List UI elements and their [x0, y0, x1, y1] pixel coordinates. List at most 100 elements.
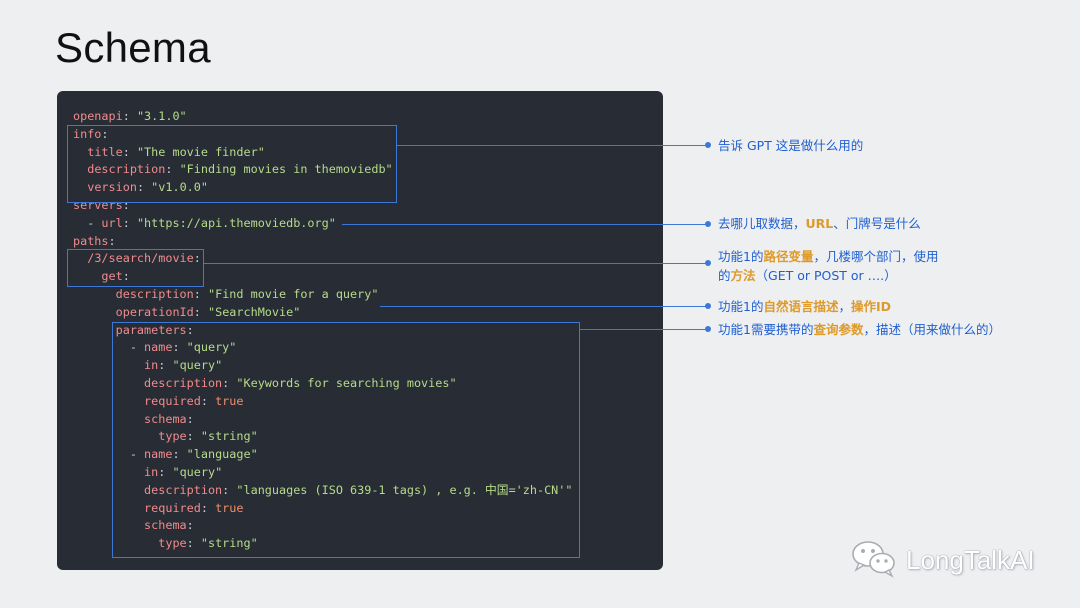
code-key: /3/search/movie: [87, 251, 194, 266]
watermark: LongTalkAI: [850, 538, 1035, 582]
code-text: [73, 518, 144, 532]
code-string: "query": [172, 358, 223, 373]
code-text: :: [101, 126, 109, 141]
connector-dot-parameters: [705, 326, 711, 332]
code-line: description: "Keywords for searching mov…: [73, 375, 573, 393]
code-text: :: [186, 411, 194, 426]
code-text: :: [172, 340, 187, 355]
code-key: required: [144, 393, 201, 408]
code-key: description: [144, 375, 223, 390]
code-boolean: true: [215, 393, 244, 408]
code-line: required: true: [73, 500, 573, 518]
code-key: required: [144, 500, 201, 515]
connector-parameters: [580, 329, 708, 330]
code-text: :: [186, 429, 201, 444]
code-text: [73, 412, 144, 426]
code-line: in: "query": [73, 464, 573, 482]
annotation-text: ，几楼哪个部门，使用: [813, 249, 939, 264]
code-text: :: [158, 464, 173, 479]
code-string: "v1.0.0": [151, 180, 208, 195]
code-key: in: [144, 358, 159, 373]
annotation-path-line2: 的方法（GET or POST or ….）: [718, 266, 897, 285]
connector-description: [380, 306, 708, 307]
code-text: [73, 305, 116, 319]
code-line: version: "v1.0.0": [73, 179, 573, 197]
code-text: [73, 376, 144, 390]
openapi-schema-code: openapi: "3.1.0"info: title: "The movie …: [73, 108, 573, 553]
code-line: description: "languages (ISO 639-1 tags)…: [73, 482, 573, 500]
code-text: [73, 394, 144, 408]
annotation-text: （GET or POST or ….）: [755, 268, 897, 283]
code-key: schema: [144, 518, 187, 533]
code-string: "The movie finder": [136, 144, 265, 159]
code-text: :: [200, 500, 216, 515]
watermark-text: LongTalkAI: [906, 544, 1035, 575]
code-key: openapi: [73, 109, 123, 123]
code-text: :: [122, 144, 137, 159]
annotation-path-line1: 功能1的路径变量，几楼哪个部门，使用: [718, 247, 938, 266]
code-line: openapi: "3.1.0": [73, 108, 573, 126]
code-line: get:: [73, 268, 573, 286]
code-text: [73, 465, 144, 479]
code-key: description: [115, 286, 194, 301]
code-text: -: [73, 340, 145, 355]
connector-info: [397, 145, 708, 146]
code-text: [73, 269, 101, 283]
annotation-keyword: 查询参数: [813, 322, 864, 337]
code-key: operationId: [115, 304, 194, 319]
code-line: - name: "language": [73, 446, 573, 464]
code-key: parameters: [115, 322, 187, 337]
code-key: url: [101, 215, 123, 230]
code-line: type: "string": [73, 428, 573, 446]
code-text: -: [73, 447, 145, 462]
code-text: [73, 483, 144, 497]
code-panel: [57, 91, 663, 570]
code-line: paths:: [73, 233, 573, 251]
code-text: :: [122, 269, 130, 284]
annotation-text: 的: [718, 268, 731, 283]
annotation-text: ，: [838, 299, 851, 314]
code-text: :: [186, 518, 194, 533]
annotation-text: 功能1的: [718, 299, 764, 314]
code-line: schema:: [73, 517, 573, 535]
code-text: :: [172, 447, 187, 462]
code-line: description: "Find movie for a query": [73, 286, 573, 304]
annotation-keyword: 路径变量: [763, 249, 814, 264]
code-string: "languages (ISO 639-1 tags) , e.g. 中国='z…: [236, 482, 573, 497]
code-text: :: [158, 358, 173, 373]
code-text: -: [73, 215, 102, 230]
code-line: - url: "https://api.themoviedb.org": [73, 215, 573, 233]
code-text: :: [193, 251, 201, 266]
code-text: :: [122, 197, 130, 212]
annotation-text: 、门牌号是什么: [833, 216, 921, 231]
code-string: "SearchMovie": [207, 304, 301, 319]
connector-dot-path: [705, 260, 711, 266]
code-text: [73, 501, 144, 515]
code-text: :: [165, 162, 180, 177]
code-string: "language": [186, 447, 258, 462]
code-text: [73, 323, 116, 337]
code-string: "string": [200, 536, 258, 551]
connector-path: [204, 263, 708, 264]
code-line: info:: [73, 126, 573, 144]
code-text: :: [122, 109, 137, 123]
code-key: get: [101, 269, 123, 284]
code-key: in: [144, 464, 159, 479]
code-text: [73, 536, 158, 550]
annotation-keyword: 方法: [730, 268, 756, 283]
code-text: [73, 287, 116, 301]
annotation-servers: 去哪儿取数据，URL、门牌号是什么: [718, 214, 921, 233]
code-key: schema: [144, 411, 187, 426]
code-text: :: [193, 286, 208, 301]
code-text: :: [193, 304, 208, 319]
code-text: :: [122, 215, 137, 230]
annotation-text: 告诉 GPT 这是做什么用的: [718, 138, 864, 153]
code-key: info: [73, 126, 102, 141]
code-line: description: "Finding movies in themovie…: [73, 161, 573, 179]
annotation-text: ，描述（用来做什么的）: [863, 322, 1001, 337]
code-string: "Finding movies in themoviedb": [179, 162, 393, 177]
slide-title: Schema: [55, 24, 211, 71]
code-key: title: [87, 144, 123, 159]
connector-servers: [342, 224, 708, 225]
code-text: [73, 180, 87, 194]
